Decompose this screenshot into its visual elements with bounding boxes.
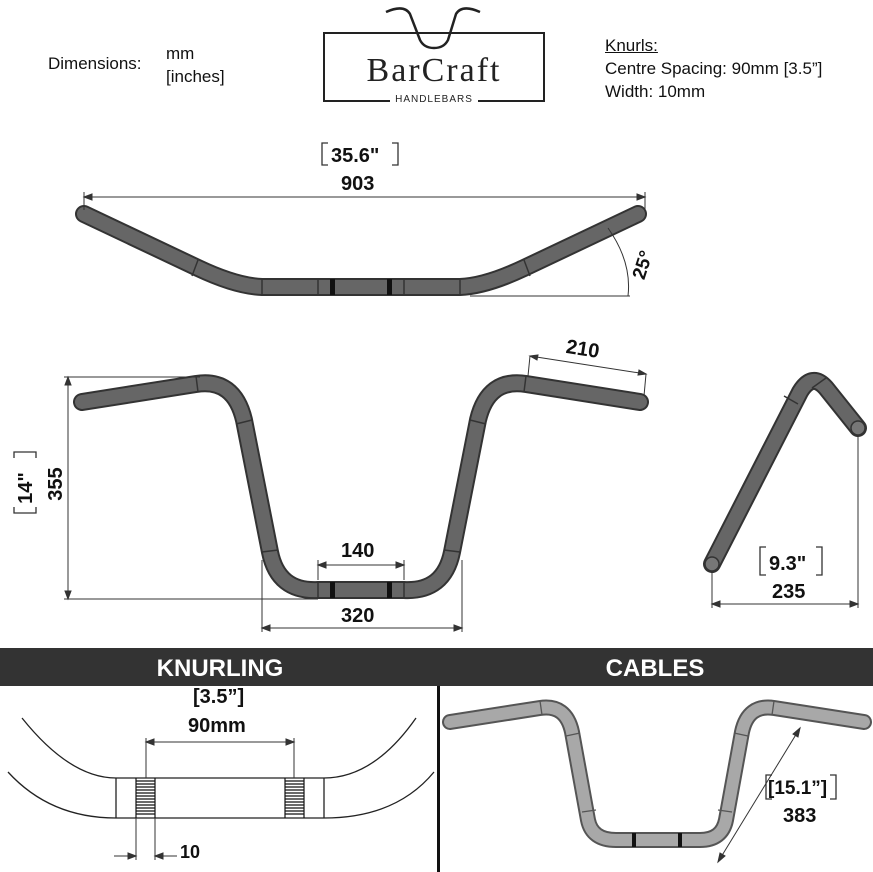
center-width: 140 xyxy=(341,540,374,562)
cable-length-dimension xyxy=(717,726,801,864)
knurl-right xyxy=(284,778,305,818)
units-inches: [inches] xyxy=(166,67,225,86)
pullback-bracket xyxy=(759,546,823,576)
bend-angle: 25° xyxy=(629,248,658,282)
top-view-bar xyxy=(75,205,647,296)
logo-handlebar-icon xyxy=(385,7,481,50)
cables-title: CABLES xyxy=(605,655,705,682)
knurl-spacing-mm: 90mm xyxy=(188,715,246,737)
section-header-band xyxy=(0,648,873,686)
knurling-detail xyxy=(7,717,435,819)
rise-dimension xyxy=(64,375,318,601)
knurls-width: Width: 10mm xyxy=(605,82,706,101)
brand-logo: BarCraft HANDLEBARS xyxy=(323,32,545,105)
cables-bar xyxy=(442,699,872,848)
rise-bracket xyxy=(13,451,37,514)
center-dimension xyxy=(316,560,406,580)
knurl-spacing-dimension xyxy=(144,738,296,778)
angle-dimension xyxy=(470,227,630,297)
units-mm: mm xyxy=(166,44,195,63)
rise-mm: 355 xyxy=(45,467,67,500)
dimensions-label: Dimensions: xyxy=(48,54,142,73)
top-width-inches: 35.6" xyxy=(331,145,379,167)
section-divider xyxy=(437,686,440,872)
knurls-centre-spacing: Centre Spacing: 90mm [3.5”] xyxy=(605,59,823,78)
top-width-mm: 903 xyxy=(341,173,374,195)
pullback-dimension xyxy=(710,436,860,608)
knurl-width-dimension xyxy=(114,818,177,860)
knurl-width-value: 10 xyxy=(180,842,200,862)
cable-length-bracket xyxy=(765,774,837,800)
side-view-bar xyxy=(703,372,867,573)
top-width-bracket xyxy=(321,142,399,166)
rise-inches: 14" xyxy=(15,472,37,504)
pullback-inches: 9.3" xyxy=(769,553,806,575)
logo-tagline: HANDLEBARS xyxy=(325,94,543,105)
base-width: 320 xyxy=(341,605,374,627)
knurl-left xyxy=(135,778,156,818)
base-dimension xyxy=(260,560,464,632)
front-view-bar xyxy=(73,374,649,600)
knurling-title: KNURLING xyxy=(156,655,284,682)
knurls-title: Knurls: xyxy=(605,36,658,55)
cable-length-inches: [15.1”] xyxy=(768,778,827,799)
pullback-mm: 235 xyxy=(772,581,805,603)
logo-name: BarCraft xyxy=(366,52,502,89)
grip-length: 210 xyxy=(565,336,601,363)
knurl-spacing-inches: [3.5”] xyxy=(193,686,244,708)
cable-length-mm: 383 xyxy=(783,805,816,827)
grip-dimension xyxy=(527,354,648,397)
top-width-dimension xyxy=(82,192,647,210)
